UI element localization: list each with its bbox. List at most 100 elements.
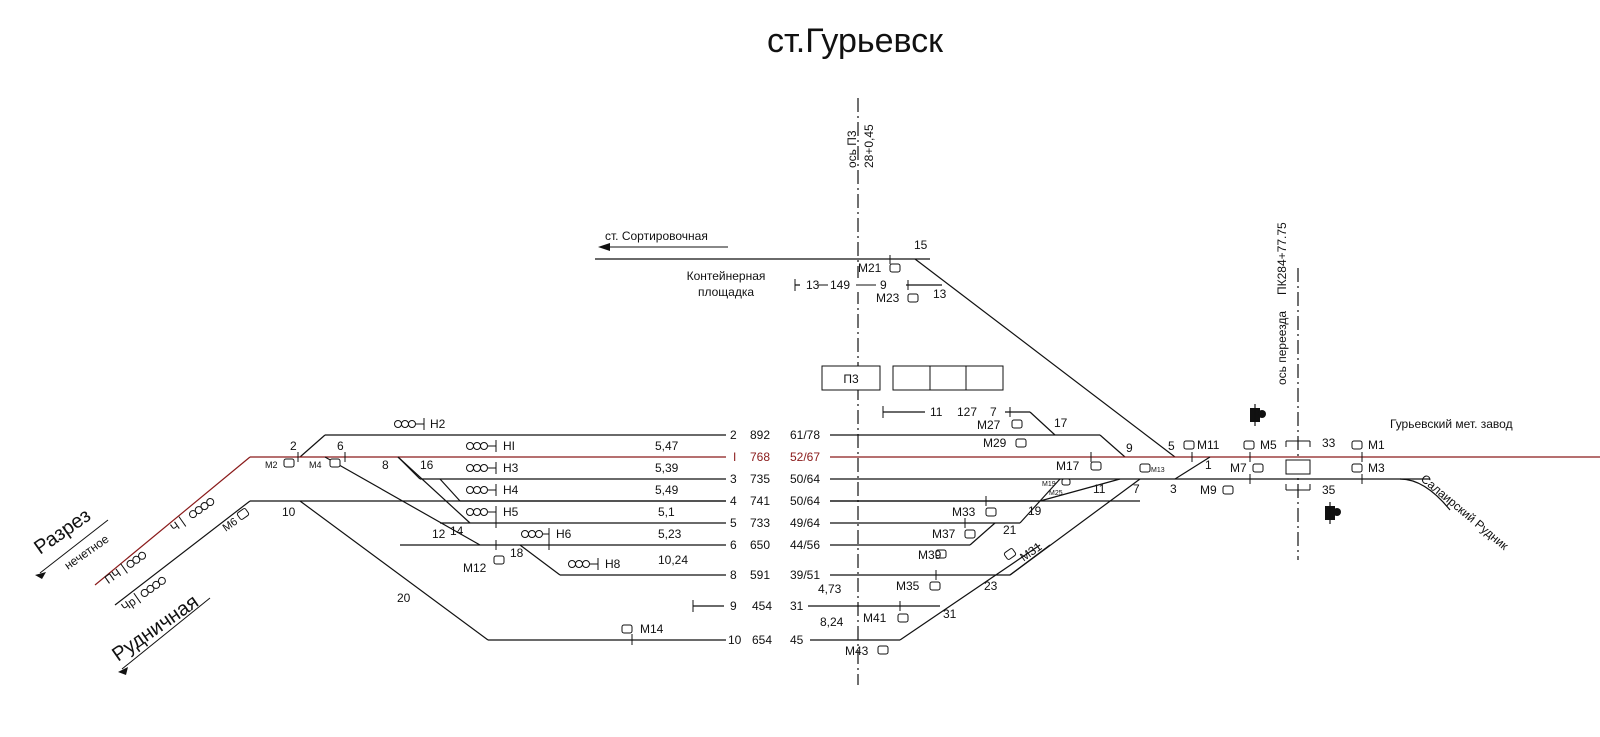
- signal-h4: Н4: [466, 483, 519, 497]
- track-2-length: 892: [750, 428, 770, 442]
- track-11-length: 127: [957, 405, 977, 419]
- switch-number: 2: [290, 439, 297, 453]
- container-label-2: площадка: [698, 285, 754, 299]
- svg-text:НI: НI: [503, 439, 515, 453]
- track-10-right: [899, 544, 1041, 641]
- signal-m1: М1: [1351, 438, 1385, 452]
- building-p3: [821, 365, 881, 391]
- track-I-capacity: 52/67: [790, 450, 820, 464]
- signal-m35: М35: [896, 579, 941, 593]
- track-4-left: [439, 478, 461, 502]
- signal-m23: М23: [876, 291, 919, 305]
- svg-text:Н3: Н3: [503, 461, 519, 475]
- signal-m13: М13: [1139, 463, 1165, 474]
- direction-arrowhead: [118, 667, 128, 675]
- switch-number: 15: [914, 238, 928, 252]
- svg-text:Н8: Н8: [605, 557, 621, 571]
- direction-sortirovochnaya: ст. Сортировочная: [605, 229, 708, 243]
- insulating-joints: [297, 255, 1363, 645]
- svg-text:М23: М23: [876, 291, 900, 305]
- signal-m14: М14: [621, 622, 664, 636]
- signal-m39: М39: [918, 548, 947, 562]
- track-4-right: [1039, 478, 1061, 502]
- track-2-number: 2: [730, 428, 737, 442]
- switch-number: 9: [1126, 441, 1133, 455]
- rudnichnaya-line: [114, 500, 251, 606]
- track-10-diag: [299, 500, 489, 641]
- svg-text:М11: М11: [1197, 438, 1220, 452]
- svg-text:М39: М39: [918, 548, 942, 562]
- connector-15-5: [914, 258, 1176, 458]
- svg-text:М43: М43: [845, 644, 869, 658]
- connector-8-14: [397, 456, 471, 524]
- signal-m5: М5: [1243, 438, 1277, 452]
- signal-m33: М33: [952, 505, 997, 519]
- station-title: ст.Гурьевск: [767, 22, 944, 60]
- signal-m17: М17: [1056, 459, 1102, 473]
- svg-text:М9: М9: [1200, 483, 1217, 497]
- track-8-length: 591: [750, 568, 770, 582]
- signal-h6: Н6: [521, 527, 572, 541]
- switch-number: 19: [1028, 504, 1042, 518]
- switch-number: 13: [933, 287, 947, 301]
- track-6-capacity: 44/56: [790, 538, 820, 552]
- track-3-capacity: 50/64: [790, 472, 820, 486]
- track-13-capacity: 9: [880, 278, 887, 292]
- switch-number: 31: [943, 607, 957, 621]
- track-3-length: 735: [750, 472, 770, 486]
- track-10-length: 654: [752, 633, 772, 647]
- svg-text:М37: М37: [932, 527, 956, 541]
- svg-text:М14: М14: [640, 622, 664, 636]
- track-9-grade: 4,73: [818, 582, 842, 596]
- svg-text:М33: М33: [952, 505, 976, 519]
- building-p3-label: П3: [843, 372, 859, 386]
- entry-signal-icon: [1250, 404, 1341, 524]
- track-9-capacity: 31: [790, 599, 804, 613]
- svg-text:М2: М2: [265, 460, 278, 470]
- level-crossing: [1285, 440, 1311, 491]
- crossing-axis-pk: ПК284+77.75: [1275, 222, 1289, 295]
- svg-text:М17: М17: [1056, 459, 1080, 473]
- switch-number: 23: [984, 579, 998, 593]
- switch-number: 18: [510, 546, 524, 560]
- track-9-number: 9: [730, 599, 737, 613]
- svg-text:М7: М7: [1230, 461, 1247, 475]
- p3-axis-pk: 28+0,45: [862, 124, 876, 168]
- svg-text:М3: М3: [1368, 461, 1385, 475]
- connector-19-11: [1039, 478, 1121, 502]
- switch-number: 11: [1093, 482, 1106, 496]
- track-11-number: 11: [930, 405, 943, 419]
- signal-h3: Н3: [466, 461, 519, 475]
- track-9-length: 454: [752, 599, 772, 613]
- signal-m7: М7: [1230, 461, 1264, 475]
- signal-h8: Н8: [568, 557, 621, 571]
- direction-arrowhead: [598, 243, 610, 251]
- svg-text:М13: М13: [1151, 467, 1165, 474]
- track-2-left: [299, 434, 326, 458]
- svg-text:М1: М1: [1368, 438, 1385, 452]
- signal-m4: М4: [309, 458, 341, 470]
- svg-text:М4: М4: [309, 460, 322, 470]
- svg-text:Н4: Н4: [503, 483, 519, 497]
- svg-text:М5: М5: [1260, 438, 1277, 452]
- svg-text:М12: М12: [463, 561, 487, 575]
- switch-number: 5: [1168, 439, 1175, 453]
- svg-text:М19: М19: [1042, 481, 1056, 488]
- signal-m43: М43: [845, 644, 889, 658]
- track-3-grade: 5,39: [655, 461, 679, 475]
- track-5-right: [1019, 500, 1041, 524]
- crossing-axis-label: ось переезда: [1275, 311, 1289, 385]
- signal-m11: М11: [1183, 438, 1220, 452]
- track-10-number: 10: [728, 633, 742, 647]
- track-8-grade: 10,24: [658, 553, 688, 567]
- track-I-number: I: [733, 450, 736, 464]
- track-5-capacity: 49/64: [790, 516, 820, 530]
- signal-m29: М29: [983, 436, 1027, 450]
- track-2-right: [1099, 434, 1126, 458]
- switch-number: 14: [450, 524, 464, 538]
- track-4-grade: 5,49: [655, 483, 679, 497]
- track-I-length: 768: [750, 450, 770, 464]
- track-13-length: 149: [830, 278, 850, 292]
- connector-1-3: [1174, 456, 1211, 480]
- track-5-number: 5: [730, 516, 737, 530]
